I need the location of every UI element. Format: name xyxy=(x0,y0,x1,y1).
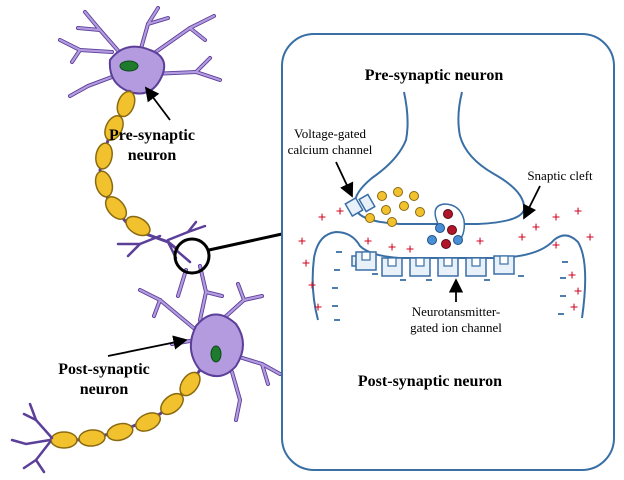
cleft-arrow xyxy=(523,185,541,220)
pre-neuron-left-label-line1: Pre-synaptic xyxy=(109,127,195,144)
svg-text:+: + xyxy=(586,230,595,246)
pre-neuron-left-label-line2: neuron xyxy=(128,147,177,164)
ion-channel-label-line2: gated ion channel xyxy=(410,320,502,335)
post-soma xyxy=(189,313,244,377)
svg-text:+: + xyxy=(568,268,577,284)
inset-pre-title: Pre-synaptic neuron xyxy=(365,67,504,84)
post-neuron-left-label-line2: neuron xyxy=(80,381,129,398)
pre-myelin-sheath xyxy=(94,90,151,237)
voltage-channel-arrow xyxy=(335,161,354,198)
inset-post-title: Post-synaptic neuron xyxy=(358,373,502,390)
synapse-inset: Pre-synaptic neuron Post-synaptic neuron xyxy=(281,33,615,471)
svg-text:+: + xyxy=(552,210,561,226)
pre-synaptic-neuron xyxy=(58,6,222,264)
pre-nucleus xyxy=(119,60,139,72)
svg-text:+: + xyxy=(476,234,485,250)
svg-text:+: + xyxy=(552,238,561,254)
receptor-channels xyxy=(351,251,515,277)
voltage-channel-label-line1: Voltage-gated xyxy=(294,126,366,141)
post-neuron-left-arrow xyxy=(107,335,188,357)
svg-text:+: + xyxy=(574,284,583,300)
svg-text:+: + xyxy=(308,278,317,294)
voltage-channel-label-line2: calcium channel xyxy=(288,142,373,157)
positive-charges: + + + + + + + + + + + + + + + + + + + xyxy=(298,204,595,316)
negative-charges xyxy=(332,251,568,321)
svg-text:+: + xyxy=(336,204,345,220)
zoom-connector-line xyxy=(208,232,283,252)
receptor-pores xyxy=(361,251,509,267)
post-axon-terminals xyxy=(10,402,54,474)
post-nucleus xyxy=(210,345,222,363)
svg-text:+: + xyxy=(318,210,327,226)
pre-axon-terminals xyxy=(116,220,207,264)
svg-text:+: + xyxy=(532,220,541,236)
svg-text:+: + xyxy=(388,240,397,256)
svg-text:+: + xyxy=(574,204,583,220)
ion-channel-label-line1: Neurotansmitter- xyxy=(412,304,501,319)
synaptic-vesicles-yellow xyxy=(365,187,425,227)
svg-text:+: + xyxy=(364,234,373,250)
pre-soma xyxy=(108,45,166,95)
svg-text:+: + xyxy=(406,242,415,258)
post-neuron-left-label-line1: Post-synaptic xyxy=(58,361,150,378)
post-myelin-sheath xyxy=(50,371,201,449)
svg-text:+: + xyxy=(570,300,579,316)
pre-neuron-left-arrow xyxy=(144,86,171,121)
calcium-channel xyxy=(344,193,376,218)
cleft-label: Snaptic cleft xyxy=(527,168,593,183)
svg-text:+: + xyxy=(298,234,307,250)
fusing-vesicle xyxy=(427,203,466,249)
svg-text:+: + xyxy=(302,256,311,272)
svg-text:+: + xyxy=(518,230,527,246)
inset-frame xyxy=(281,33,615,471)
postsynaptic-membrane xyxy=(311,230,587,321)
svg-text:+: + xyxy=(314,300,323,316)
synapse-zoom-circle xyxy=(173,237,211,275)
